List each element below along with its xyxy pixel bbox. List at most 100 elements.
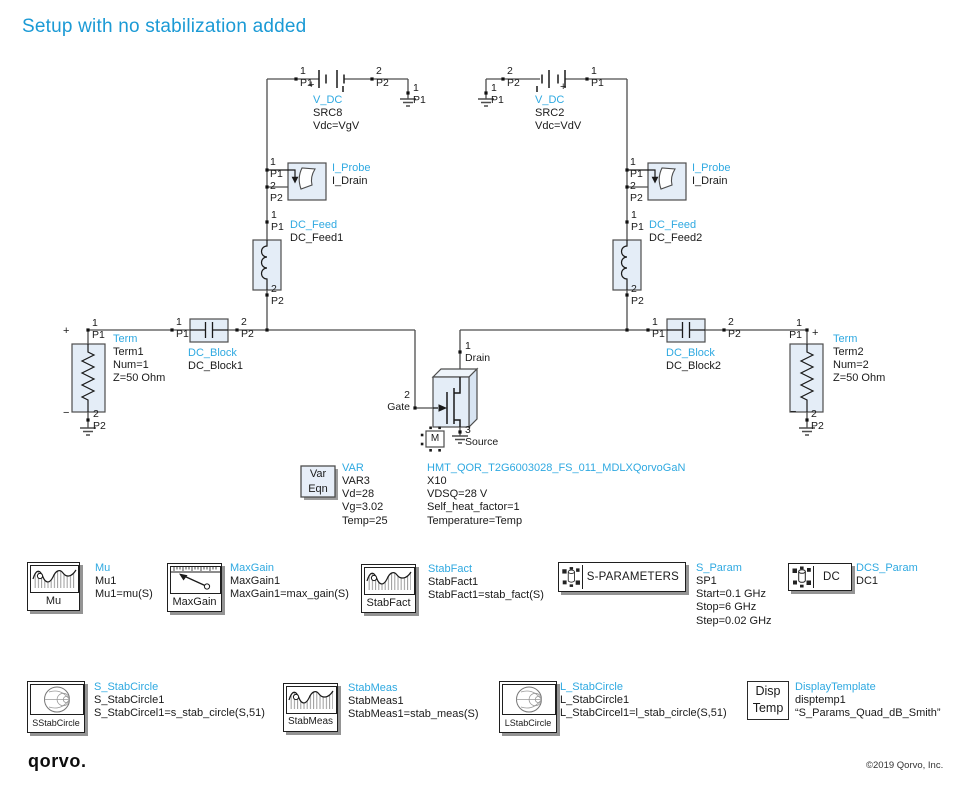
iprobe-right-type-label[interactable]: I_Probe [692,162,731,174]
iprobe-right-params[interactable]: I_Drain [692,175,728,187]
dcfeed-right-type-label[interactable]: DC_Feed [649,219,697,231]
stabmeas-box-label: StabMeas [287,716,334,727]
iprobe-right-symbol[interactable] [627,162,687,201]
var-eqn-box[interactable] [300,465,338,500]
lstab-type-label[interactable]: L_StabCircle [560,681,623,693]
term1-plus: + [63,325,70,337]
dcfeed-right-symbol[interactable] [612,239,642,291]
sstab-type-label[interactable]: S_StabCircle [94,681,159,693]
vdc-left-gnd-pin: 1 P1 [413,82,426,106]
dcfeed-left-symbol[interactable] [252,239,282,291]
smith-chart-icon [30,684,84,715]
smith-chart-icon [502,684,556,715]
page-title[interactable]: Setup with no stabilization added [22,16,307,37]
sstabcircle-block[interactable]: SStabCircle [27,681,85,733]
dcblock1-type-label[interactable]: DC_Block [188,347,237,359]
vdc-right-params[interactable]: SRC2 Vdc=VdV [535,107,582,133]
dc-params[interactable]: DC1 [856,575,879,587]
term1-pin1: 1 P1 [92,317,105,341]
term2-minus: − [790,406,797,418]
var-params[interactable]: VAR3 Vd=28 Vg=3.02 Temp=25 [342,475,388,527]
dcblock2-type-label[interactable]: DC_Block [666,347,715,359]
fet-params[interactable]: X10 VDSQ=28 V Self_heat_factor=1 Tempera… [427,475,523,527]
sparam-params[interactable]: SP1 Start=0.1 GHz Stop=6 GHz Step=0.02 G… [696,575,772,627]
maxgain-block[interactable]: MaxGain [167,563,222,612]
sstab-params[interactable]: S_StabCircle1 S_StabCircel1=s_stab_circl… [94,694,265,720]
vdc-left-symbol[interactable] [318,70,345,92]
var-type-label[interactable]: VAR [342,462,364,474]
mu-type-label[interactable]: Mu [95,562,111,574]
fet-drain-pin: 1 Drain [465,340,491,364]
dcfeed-right-params[interactable]: DC_Feed2 [649,232,703,244]
dc-type-label[interactable]: DCS_Param [856,562,918,574]
copyright-text: ©2019 Qorvo, Inc. [866,760,944,771]
term1-symbol[interactable] [71,343,106,413]
stabmeas-type-label[interactable]: StabMeas [348,682,398,694]
vdc-left-plus: + [308,79,315,91]
dcblock-left-symbol[interactable] [189,318,229,343]
dcfeed-right-pin2: 2 P2 [631,283,644,307]
fet-source-pin: 3 Source [465,424,499,448]
dcblock1-params[interactable]: DC_Block1 [188,360,244,372]
dc-controller[interactable]: DC [788,563,852,591]
dcfeed-left-params[interactable]: DC_Feed1 [290,232,344,244]
gain-arrow-icon [170,566,221,594]
term2-type-label[interactable]: Term [833,333,858,345]
mu-box-label: Mu [45,595,62,607]
term2-params[interactable]: Term2 Num=2 Z=50 Ohm [833,346,886,385]
sparam-type-label[interactable]: S_Param [696,562,742,574]
fet-symbol[interactable] [431,367,479,429]
vdc-left-pin2: 2 P2 [376,65,389,89]
iprobe-left-type-label[interactable]: I_Probe [332,162,371,174]
dcfeed-left-type-label[interactable]: DC_Feed [290,219,338,231]
iprobe-left-symbol[interactable] [267,162,327,201]
lstab-params[interactable]: L_StabCircle1 L_StabCircel1=l_stab_circl… [560,694,727,720]
vdc-right-gnd-pin: 1 P1 [491,82,504,106]
iprobe-left-params[interactable]: I_Drain [332,175,368,187]
var-eqn-box-label[interactable]: Var Eqn [308,468,328,495]
graph-icon [364,567,415,595]
term2-pin1: 1 P1 [789,317,802,341]
iprobe-right-pin1: 1 P1 [630,156,643,180]
fet-gate-pin: 2 Gate [387,389,410,413]
dcfeed-left-pin2: 2 P2 [271,283,284,307]
mu-block[interactable]: Mu [27,562,80,611]
graph-icon [30,565,79,593]
term1-params[interactable]: Term1 Num=1 Z=50 Ohm [113,346,166,385]
vdc-right-pin1: 1 P1 [591,65,604,89]
stabfact-params[interactable]: StabFact1 StabFact1=stab_fact(S) [428,576,544,602]
node-dots [86,77,809,434]
term1-minus: − [63,407,70,419]
term1-type-label[interactable]: Term [113,333,138,345]
dcfeed-left-pin1: 1 P1 [271,209,284,233]
stabmeas-block[interactable]: StabMeas [283,683,338,732]
vdc-right-pin2: 2 P2 [507,65,520,89]
vdc-right-symbol[interactable] [536,70,566,92]
stabfact-type-label[interactable]: StabFact [428,563,473,575]
maxgain-params[interactable]: MaxGain1 MaxGain1=max_gain(S) [230,575,349,601]
vdc-left-type-label[interactable]: V_DC [313,94,343,106]
fet-model-box[interactable] [420,426,445,452]
vdc-left-params[interactable]: SRC8 Vdc=VgV [313,107,360,133]
term2-symbol[interactable] [789,343,824,413]
vdc-right-type-label[interactable]: V_DC [535,94,565,106]
disptemp-type-label[interactable]: DisplayTemplate [795,681,876,693]
ground-symbols[interactable] [80,98,815,444]
dcblock2-params[interactable]: DC_Block2 [666,360,722,372]
term2-pin2: 2 P2 [811,408,824,432]
disptemp-params[interactable]: disptemp1 “S_Params_Quad_dB_Smith” [795,694,941,720]
stabmeas-params[interactable]: StabMeas1 StabMeas1=stab_meas(S) [348,695,479,721]
vdc-right-plus: + [560,81,567,93]
stabfact-block[interactable]: StabFact [361,564,416,613]
lstabcircle-box-label: LStabCircle [504,718,552,728]
disptemp-block[interactable]: Disp Temp [747,681,789,720]
iprobe-left-pin2: 2 P2 [270,180,283,204]
sparameters-box-label: S-PARAMETERS [586,571,679,583]
maxgain-type-label[interactable]: MaxGain [230,562,275,574]
sparameters-controller[interactable]: S-PARAMETERS [558,562,686,592]
lstabcircle-block[interactable]: LStabCircle [499,681,557,733]
mu-params[interactable]: Mu1 Mu1=mu(S) [95,575,153,601]
dcblock-right-symbol[interactable] [666,318,706,343]
fet-type-label[interactable]: HMT_QOR_T2G6003028_FS_011_MDLXQorvoGaN [427,462,686,474]
